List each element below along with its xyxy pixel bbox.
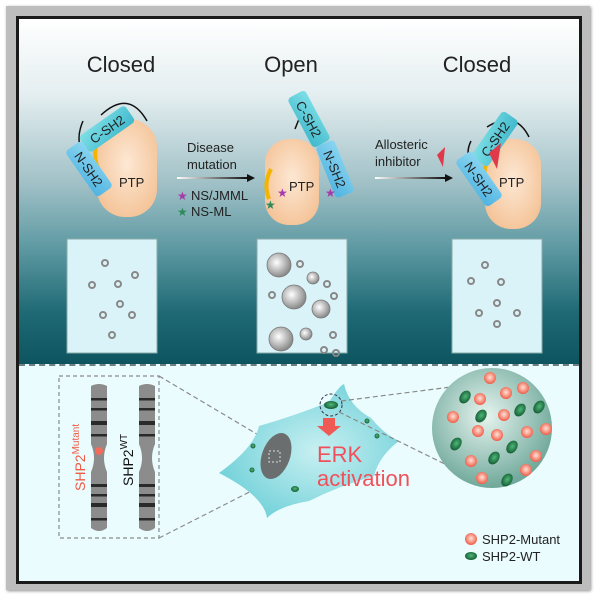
star-icon-ns-jmml: ★ [177, 189, 188, 203]
legend-ns-jmml: NS/JMML [191, 188, 248, 203]
star-icon-mutation: ★ [277, 186, 288, 200]
cellular-diagram: SHP2Mutant SHP2WT ERK activation [58, 368, 560, 564]
shp2-closed-inhibited: C-SH2 N-SH2 PTP [456, 111, 541, 229]
mutation-dot-icon [95, 447, 103, 455]
label-shp2-mutant: SHP2Mutant [71, 424, 88, 491]
shp2-open: C-SH2 N-SH2 PTP ★ ★ ★ [264, 90, 354, 225]
graphical-abstract: Closed Open Closed [16, 16, 582, 584]
label-shp2-wt: SHP2WT [119, 434, 136, 486]
droplet-box-closed-1 [66, 238, 158, 354]
zoom-circle [319, 393, 343, 417]
ptp-label: PTP [499, 175, 524, 190]
star-icon-mutation: ★ [265, 198, 276, 212]
wt-legend-icon [465, 552, 477, 560]
conformation-diagram: C-SH2 N-SH2 PTP Disease mutation ★ NS/JM… [66, 90, 543, 357]
panel-divider [19, 364, 579, 366]
shp2-closed-1: C-SH2 N-SH2 PTP [66, 102, 157, 217]
state-title-closed-2: Closed [442, 52, 512, 77]
arrow2-line2: inhibitor [375, 154, 421, 169]
bottom-panel-cellular: SHP2Mutant SHP2WT ERK activation [19, 366, 579, 581]
state-title-closed-1: Closed [86, 52, 156, 77]
inhibitor-icon [437, 147, 445, 167]
ptp-label: PTP [119, 175, 144, 190]
active-site [264, 168, 273, 200]
chromosome-mutant [91, 384, 107, 531]
shp2-mutant-molecules [447, 372, 552, 484]
condensate-droplet [432, 368, 552, 488]
cell: ERK activation [219, 384, 460, 518]
arrow1-line2: mutation [187, 157, 237, 172]
chromosome-wt [139, 384, 155, 531]
condensate-zoom [432, 368, 552, 488]
arrow2-line1: Allosteric [375, 137, 428, 152]
figure-frame-shadow: Closed Open Closed [6, 6, 590, 590]
shp2-wt-molecules [450, 390, 545, 487]
inhibitor-bound-icon [489, 143, 501, 169]
ptp-domain [265, 139, 319, 225]
droplet-box-closed-2 [451, 238, 543, 354]
droplet-box-open [256, 238, 348, 357]
chromosome-inset: SHP2Mutant SHP2WT [58, 375, 278, 539]
legend: SHP2-Mutant SHP2-WT [465, 532, 560, 564]
state-title-open: Open [264, 52, 318, 77]
star-icon-ns-ml: ★ [177, 205, 188, 219]
legend-shp2-wt: SHP2-WT [482, 549, 541, 564]
erk-label: ERK [317, 442, 363, 467]
down-arrow-icon [317, 418, 341, 436]
nucleus [260, 432, 292, 480]
arrow1-line1: Disease [187, 140, 234, 155]
disease-mutation-arrow: Disease mutation ★ NS/JMML ★ NS-ML [177, 140, 255, 219]
star-icon-mutation: ★ [325, 186, 336, 200]
ptp-domain [485, 139, 541, 229]
ptp-label: PTP [289, 179, 314, 194]
linker [100, 102, 148, 122]
allosteric-inhibitor-arrow: Allosteric inhibitor [375, 137, 453, 182]
mutant-legend-icon [465, 533, 477, 545]
legend-shp2-mutant: SHP2-Mutant [482, 532, 560, 547]
top-panel-conformations: Closed Open Closed [19, 19, 579, 364]
activation-label: activation [317, 466, 410, 491]
ptp-domain [97, 119, 157, 217]
legend-ns-ml: NS-ML [191, 204, 231, 219]
